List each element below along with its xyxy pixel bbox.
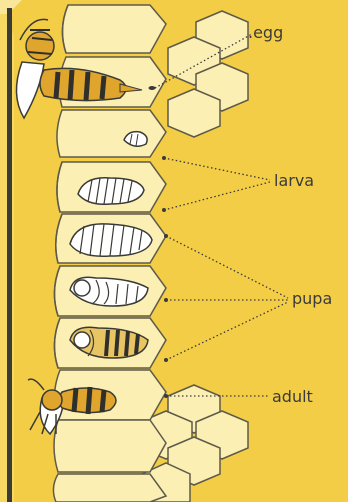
left-border [7,8,12,502]
cell-larva-small [57,110,166,157]
hex-cell [168,89,220,137]
larva-medium [78,178,144,204]
label-egg: .egg [248,23,283,42]
adult-thorax [42,390,62,410]
cell-lower-2 [53,474,166,502]
egg [149,86,156,90]
cell-lower [54,420,166,472]
larva-large [70,224,152,256]
label-larva: larva [274,171,314,190]
label-pupa: pupa [292,289,332,308]
label-adult: adult [272,387,313,406]
bee-thorax [26,32,54,60]
cell-egg [62,5,166,53]
